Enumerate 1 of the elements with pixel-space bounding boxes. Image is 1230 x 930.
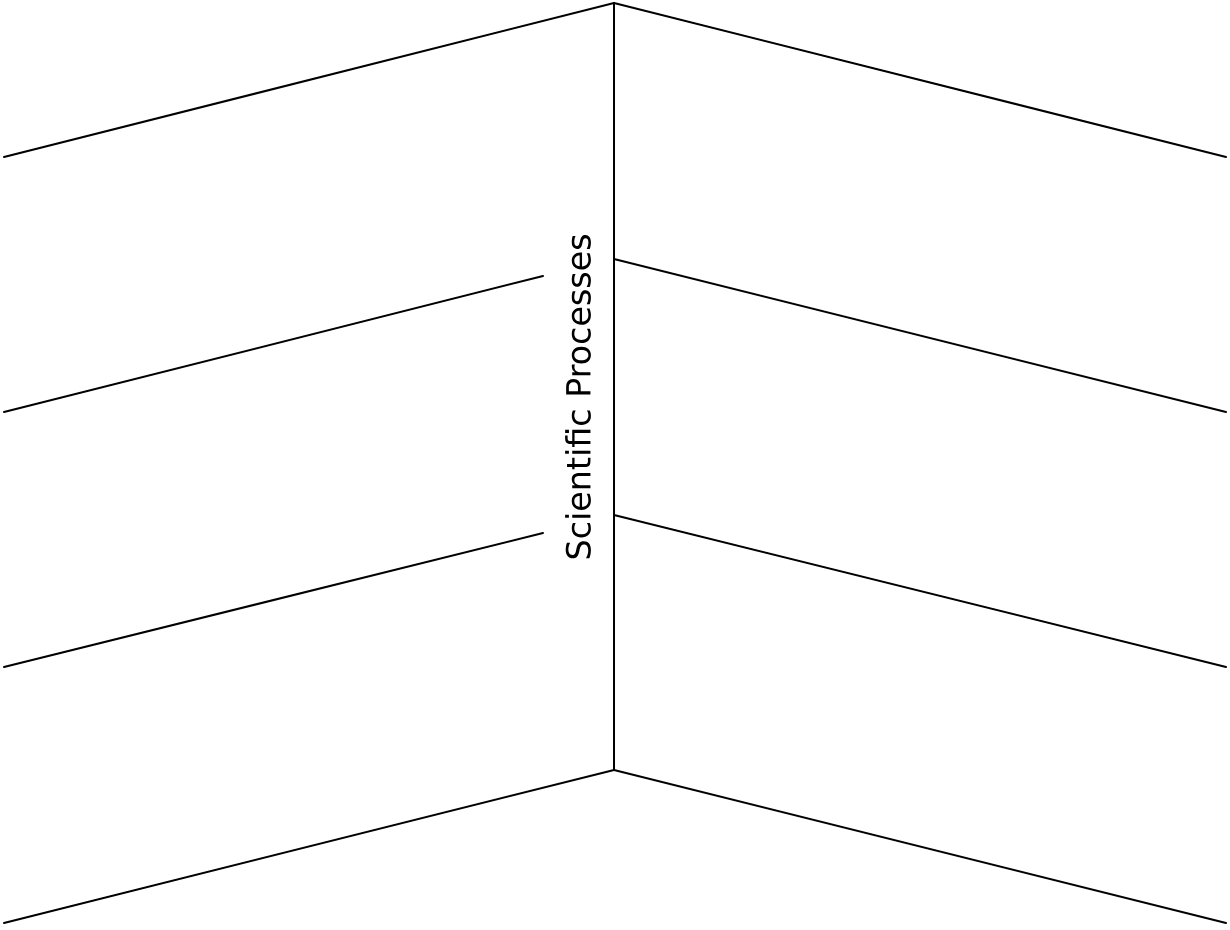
spine-label: Scientific Processes [565, 235, 591, 559]
